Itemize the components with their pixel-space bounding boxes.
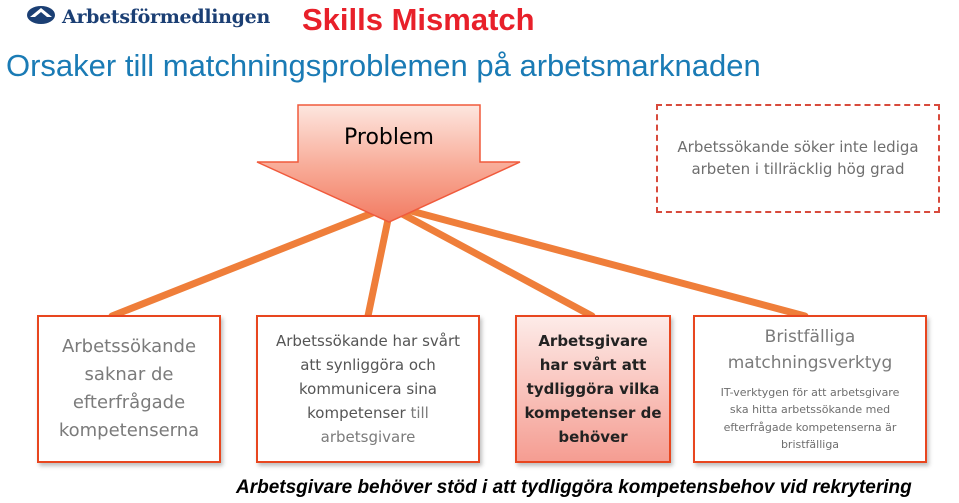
cause-box-1: Arbetssökande saknar de efterfrågade kom… bbox=[37, 315, 221, 463]
cause-box-4-heading: matchningsverktyg bbox=[727, 352, 893, 373]
cause-box-4-heading: Bristfälliga bbox=[764, 327, 856, 348]
cause-box-1-line: Arbetssökande bbox=[61, 336, 197, 358]
cause-box-3: Arbetsgivare har svårt att tydliggöra vi… bbox=[515, 315, 671, 463]
arbetsformedlingen-logo: Arbetsförmedlingen bbox=[26, 4, 286, 30]
cause-box-4-detail-line: IT-verktygen för att arbetsgivare bbox=[720, 386, 900, 400]
cause-box-1-line: efterfrågade bbox=[72, 392, 186, 413]
cause-box-3-line: har svårt att bbox=[539, 356, 647, 374]
cause-box-3-line: Arbetsgivare bbox=[538, 332, 648, 350]
connector-line-4 bbox=[396, 204, 809, 320]
cause-box-4-detail-line: bristfälliga bbox=[780, 437, 840, 451]
connector-line-1 bbox=[108, 204, 389, 320]
cause-box-4-detail-line: ska hitta arbetssökande med bbox=[729, 403, 891, 417]
cause-box-2-line: Arbetssökande har svårt bbox=[275, 332, 461, 350]
cause-box-2-line: kompetenser till bbox=[307, 401, 429, 425]
side-note-line: arbeten i tillräcklig hög grad bbox=[691, 159, 905, 178]
side-note-line: Arbetssökande söker inte lediga bbox=[677, 137, 919, 156]
page-title: Skills Mismatch bbox=[302, 2, 535, 37]
problem-arrow bbox=[256, 104, 521, 223]
problem-label: Problem bbox=[344, 125, 434, 150]
cause-box-3-line: behöver bbox=[558, 428, 628, 446]
cause-box-3-line: tydliggöra vilka bbox=[526, 380, 660, 398]
cause-box-4: Bristfälliga matchningsverktyg IT-verkty… bbox=[693, 315, 927, 463]
cause-box-2-line: kommunicera sina bbox=[298, 380, 438, 398]
cause-box-1-line: kompetenserna bbox=[58, 419, 200, 441]
connector-line-2 bbox=[364, 206, 394, 320]
cause-box-3-line: kompetenser de bbox=[524, 404, 662, 422]
arbetsformedlingen-emblem-icon bbox=[26, 4, 56, 30]
cause-box-2-light: till bbox=[405, 404, 429, 422]
cause-box-4-detail: IT-verktygen för att arbetsgivare ska hi… bbox=[721, 384, 900, 452]
side-note-text: Arbetssökande söker inte lediga arbeten … bbox=[677, 137, 918, 181]
cause-box-4-detail-line: efterfrågade kompetenserna är bbox=[723, 420, 897, 434]
cause-box-1-line: saknar de bbox=[84, 364, 174, 386]
cause-box-2: Arbetssökande har svårt att synliggöra o… bbox=[256, 315, 480, 463]
cause-box-2-emphasis: kompetenser bbox=[307, 404, 406, 422]
cause-box-2-line: arbetsgivare bbox=[320, 428, 416, 446]
cause-box-2-line: att synliggöra och bbox=[300, 356, 436, 374]
footer-statement: Arbetsgivare behöver stöd i att tydliggö… bbox=[236, 477, 912, 498]
logo-text: Arbetsförmedlingen bbox=[62, 6, 270, 28]
connector-line-3 bbox=[391, 206, 596, 320]
side-note-box: Arbetssökande söker inte lediga arbeten … bbox=[656, 104, 940, 213]
page-subtitle: Orsaker till matchningsproblemen på arbe… bbox=[6, 48, 761, 83]
